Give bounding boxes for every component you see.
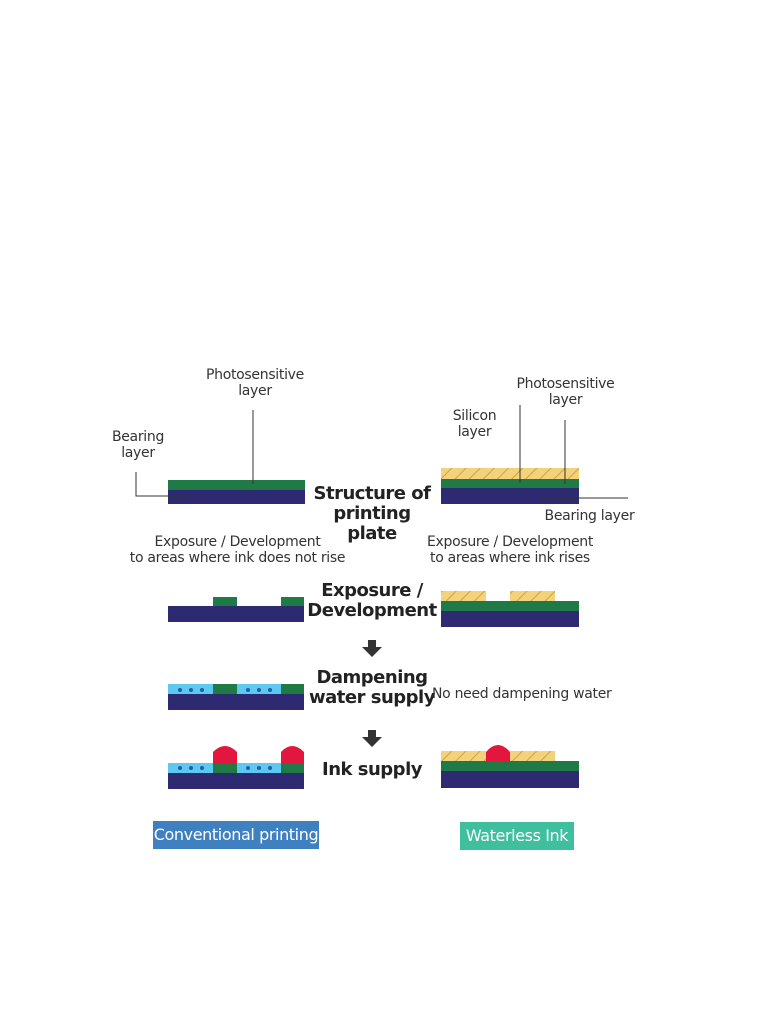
left-dampening-plate <box>168 684 304 710</box>
right-bearing-layer <box>441 488 579 504</box>
left-photosensitive-layer <box>168 480 305 490</box>
no-dampening-note: No need dampening water <box>432 686 612 702</box>
right-ink-plate <box>441 745 579 788</box>
right-photosensitive-layer <box>441 479 579 488</box>
step-structure-heading: Structure of printing plate <box>313 483 431 544</box>
right-structure-plate <box>441 405 628 504</box>
left-ink-plate <box>168 746 304 789</box>
conventional-printing-label: Conventional printing <box>153 821 319 849</box>
arrow-down-icon <box>362 640 382 657</box>
ink-drop <box>486 745 510 761</box>
right-photosensitive-label: Photosensitive layer <box>516 376 615 409</box>
arrow-down-icon <box>362 730 382 747</box>
waterless-ink-label: Waterless Ink <box>460 822 574 850</box>
right-exposure-plate <box>441 591 579 627</box>
right-silicon-label: Silicon layer <box>452 408 497 441</box>
step-exposure-heading: Exposure / Development <box>307 580 437 621</box>
left-bearing-pointer <box>135 472 190 497</box>
right-bearing-label: Bearing layer <box>544 508 635 524</box>
left-exposure-plate <box>168 597 304 622</box>
step-ink-heading: Ink supply <box>322 759 422 780</box>
left-bearing-layer <box>168 490 305 504</box>
left-bearing-label: Bearing layer <box>111 429 165 462</box>
ink-drop <box>281 746 304 763</box>
right-silicon-layer <box>441 468 579 479</box>
left-exposure-note: Exposure / Development to areas where in… <box>129 534 346 567</box>
ink-drop <box>213 746 237 763</box>
step-dampening-heading: Dampening water supply <box>309 667 435 708</box>
left-structure-plate <box>135 410 305 504</box>
left-photosensitive-label: Photosensitive layer <box>206 367 304 400</box>
right-exposure-note: Exposure / Development to areas where in… <box>426 534 594 567</box>
